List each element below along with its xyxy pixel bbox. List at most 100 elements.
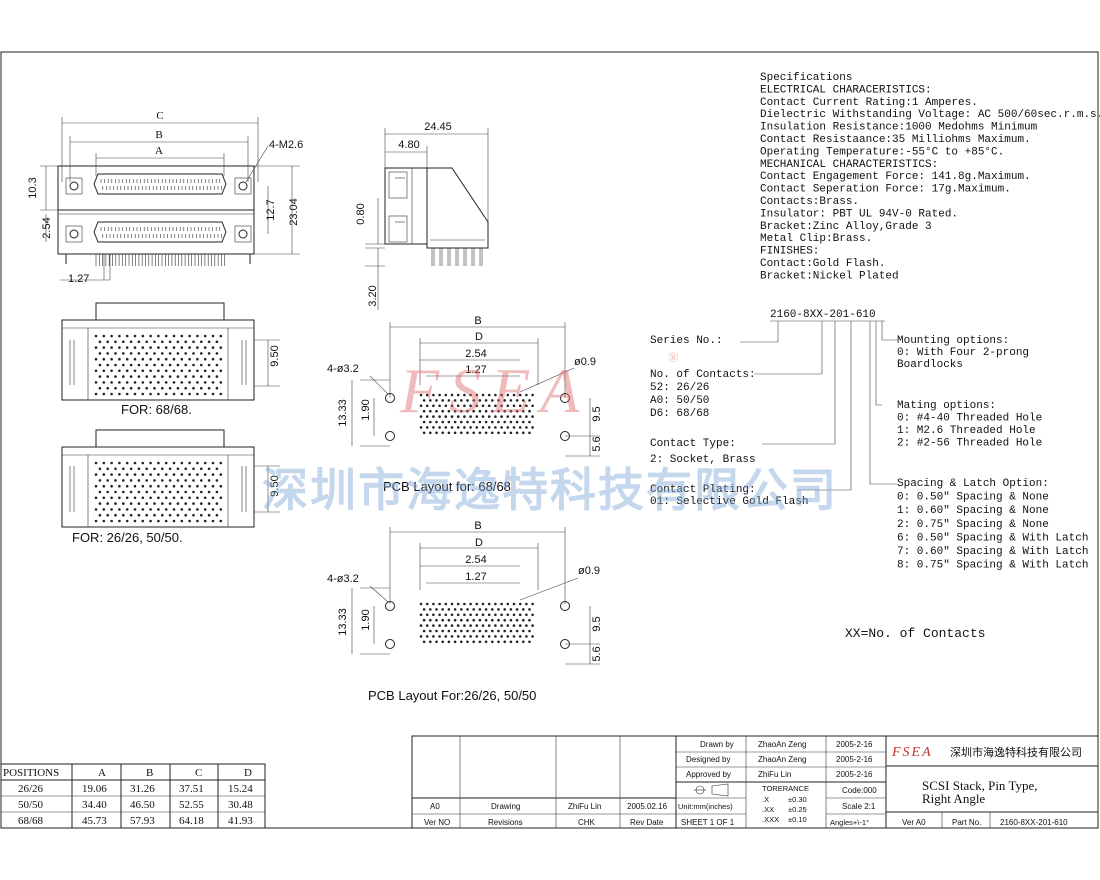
pin-dot <box>110 392 113 396</box>
pin-dot <box>184 479 187 482</box>
pcb2-dim-13-33: 13.33 <box>337 608 349 636</box>
pin-dot <box>497 608 500 611</box>
pin-dot <box>153 352 156 355</box>
pin-dot <box>215 502 219 505</box>
pin-dot <box>463 624 466 627</box>
pin-dot <box>469 415 472 418</box>
pin-dot <box>180 381 184 384</box>
pin-dot <box>481 602 485 606</box>
pin-dot <box>203 496 207 500</box>
pin-dot <box>102 392 106 396</box>
tb-chk: CHK <box>578 818 596 827</box>
pin-dot <box>463 404 466 408</box>
pin-dot <box>487 393 491 397</box>
pin-dot <box>509 618 513 622</box>
pin-dot <box>164 508 168 511</box>
table-cell: 37.51 <box>179 783 204 795</box>
pin-dot <box>500 613 503 617</box>
pin-dot <box>106 363 109 367</box>
pcb2-hole-3-2: 4-ø3.2 <box>327 573 359 585</box>
pin-dot <box>106 490 109 494</box>
pin-dot <box>137 352 141 355</box>
pin-dot <box>491 608 494 611</box>
pcb2-d: D <box>475 537 483 549</box>
pin-dot <box>196 369 199 373</box>
pin-dot <box>157 496 160 500</box>
pin-dot <box>211 508 215 511</box>
pin-dot <box>110 496 113 500</box>
pin-dot <box>98 479 102 482</box>
pin-dot <box>200 340 203 344</box>
pin-dot <box>110 519 113 523</box>
pin-dot <box>453 409 457 413</box>
contact-type-option: 2: Socket, Brass <box>650 454 756 466</box>
pin-dot <box>149 381 152 384</box>
pin-dot <box>153 363 156 367</box>
table-header: B <box>146 767 153 779</box>
pin-dot <box>118 461 121 465</box>
spec-title: Specifications <box>760 72 852 84</box>
pin-dot <box>469 404 472 408</box>
pin-dot <box>133 369 137 373</box>
tb-tol-xx-value: ±0.25 <box>788 805 807 814</box>
pin-dot <box>133 381 137 384</box>
pin-dot <box>122 363 125 367</box>
pin-dot <box>114 386 117 390</box>
pin-dot <box>515 409 519 413</box>
pin-dot <box>450 415 454 418</box>
pin-dot <box>447 618 451 622</box>
pin-dot <box>422 640 426 644</box>
pin-dot <box>515 608 519 611</box>
pin-dot <box>122 340 125 344</box>
pin-dot <box>432 415 435 418</box>
dim-0-80: 0.80 <box>355 203 367 224</box>
pin-dot <box>429 608 432 611</box>
pcb2-dim-5-6: 5.6 <box>591 646 603 661</box>
pin-dot <box>494 393 497 397</box>
pin-dot <box>141 381 145 384</box>
pin-dot <box>168 479 172 482</box>
pin-dot <box>494 602 497 606</box>
pin-dot <box>219 496 223 500</box>
pin-dot <box>447 399 451 402</box>
pin-dot <box>102 484 106 488</box>
pin-dot <box>522 420 525 424</box>
pin-dot <box>172 392 176 396</box>
watermark: FSEA ® 深圳市海逸特科技有限公司 <box>262 351 836 516</box>
pin-dot <box>196 392 199 396</box>
pin-dot <box>118 519 121 523</box>
pin-dot <box>161 479 164 482</box>
pin-dot <box>192 340 195 344</box>
pin-dot <box>435 431 438 435</box>
pin-dot <box>188 346 191 349</box>
pin-dot <box>447 608 451 611</box>
pin-dot <box>203 473 207 476</box>
pin-dot <box>161 513 164 517</box>
spec-line: ELECTRICAL CHARACERISTICS: <box>760 84 932 96</box>
pcb2-dim-9-5: 9.5 <box>591 616 603 631</box>
pin-dot <box>207 467 211 471</box>
pcb1-caption: PCB Layout for: 68/68 <box>383 479 511 494</box>
pin-dot <box>472 618 476 622</box>
pin-dot <box>531 613 534 617</box>
pin-dot <box>432 602 435 606</box>
pin-dot <box>168 386 172 390</box>
pin-dot <box>460 431 463 435</box>
pin-dot <box>525 624 528 627</box>
pin-dot <box>141 496 145 500</box>
title-block: Drawn by ZhaoAn Zeng 2005-2-16 Designed … <box>411 735 1099 829</box>
pin-dot <box>219 519 223 523</box>
pin-dot <box>522 399 525 402</box>
pin-dot <box>509 640 513 644</box>
pin-dot <box>188 484 191 488</box>
pin-dot <box>200 513 203 517</box>
table-header: D <box>244 767 252 779</box>
pin-dot <box>491 431 494 435</box>
pin-dot <box>491 618 494 622</box>
pin-dot <box>500 624 503 627</box>
pin-dot <box>475 415 479 418</box>
hole-callout: 4-M2.6 <box>269 139 303 151</box>
pin-dot <box>478 399 482 402</box>
pin-dot <box>444 602 448 606</box>
